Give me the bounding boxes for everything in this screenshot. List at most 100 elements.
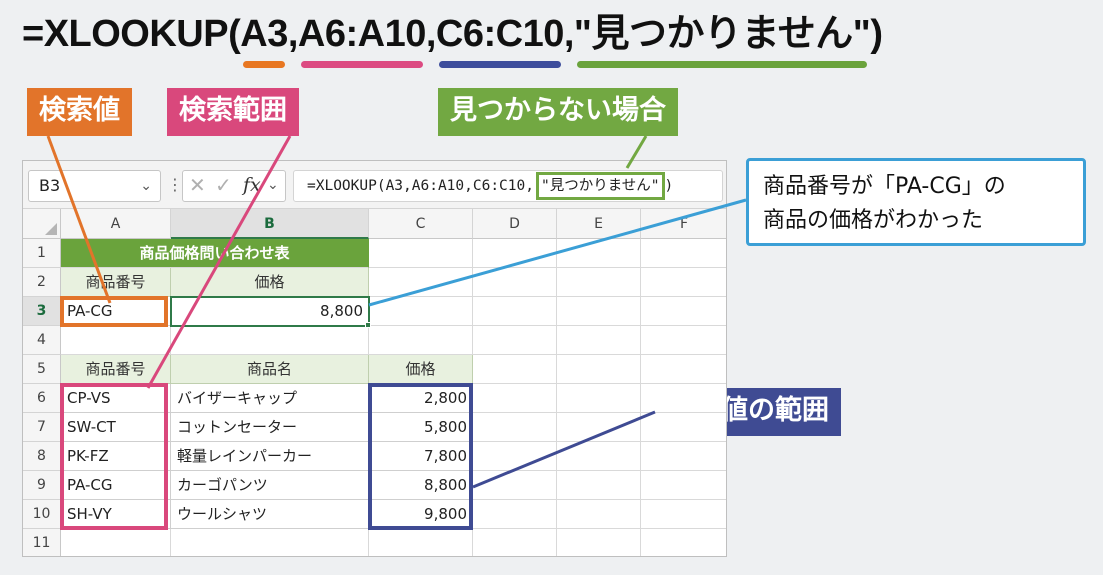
grid-cell[interactable] [641, 529, 726, 556]
grid-cell[interactable] [641, 268, 726, 297]
grid-cell[interactable] [171, 326, 369, 355]
grid-cell[interactable] [61, 326, 171, 355]
grid-cell[interactable] [557, 268, 641, 297]
selected-cell-b3[interactable] [170, 296, 370, 327]
table-cell-name[interactable]: コットンセーター [171, 413, 369, 442]
grid-cell[interactable] [369, 268, 473, 297]
check-icon[interactable]: ✓ [215, 173, 232, 197]
grid-cell[interactable] [473, 529, 557, 556]
grid-cell[interactable] [641, 239, 726, 268]
table-cell-name[interactable]: 軽量レインパーカー [171, 442, 369, 471]
formula-text-tail: ) [664, 178, 674, 194]
row-header-7[interactable]: 7 [23, 413, 61, 442]
grid-cell[interactable] [473, 442, 557, 471]
cell-b5-header-name[interactable]: 商品名 [171, 355, 369, 384]
grid-cell[interactable] [557, 384, 641, 413]
column-header-d[interactable]: D [473, 209, 557, 239]
grid-cell[interactable] [369, 326, 473, 355]
chevron-down-icon[interactable]: ⌄ [267, 177, 279, 193]
cell-a1-title[interactable]: 商品価格問い合わせ表 [61, 239, 369, 268]
grid-cell[interactable] [641, 326, 726, 355]
grid-cell[interactable] [557, 297, 641, 326]
select-all-corner[interactable] [23, 209, 61, 239]
fill-handle[interactable] [365, 322, 371, 328]
formula-segment-comma: , [287, 13, 299, 55]
fx-icon[interactable]: fx [243, 174, 261, 196]
lookup-value-highlight-box [60, 296, 168, 327]
callout-result-line2: 商品の価格がわかった [763, 208, 984, 233]
formula-segment-lookup-value: A3 [240, 10, 288, 68]
grid-cell[interactable] [473, 297, 557, 326]
row-header-6[interactable]: 6 [23, 384, 61, 413]
grid-cell[interactable] [369, 239, 473, 268]
grid-cell[interactable] [557, 442, 641, 471]
formula-segment-comma: , [563, 13, 575, 55]
grid-cell[interactable] [557, 529, 641, 556]
formula-bar: B3 ⌄ ⋮ ✕ ✓ fx ⌄ =XLOOKUP(A3,A6:A10,C6:C1… [23, 161, 726, 209]
row-header-2[interactable]: 2 [23, 268, 61, 297]
grid-cell[interactable] [171, 529, 369, 556]
table-cell-name[interactable]: バイザーキャップ [171, 384, 369, 413]
grid-cell[interactable] [641, 384, 726, 413]
table-cell-code[interactable]: PA-CG [61, 471, 171, 500]
grid-cell[interactable] [641, 355, 726, 384]
cancel-icon[interactable]: ✕ [189, 173, 206, 197]
cell-c5-header-price[interactable]: 価格 [369, 355, 473, 384]
grid-cell[interactable] [473, 355, 557, 384]
vertical-dots-icon[interactable]: ⋮ [167, 175, 183, 194]
column-header-a[interactable]: A [61, 209, 171, 239]
grid-cell[interactable] [369, 297, 473, 326]
row-header-1[interactable]: 1 [23, 239, 61, 268]
grid-cell[interactable] [641, 500, 726, 529]
column-header-b[interactable]: B [171, 209, 369, 239]
column-header-c[interactable]: C [369, 209, 473, 239]
table-cell-code[interactable]: PK-FZ [61, 442, 171, 471]
table-cell-name[interactable]: ウールシャツ [171, 500, 369, 529]
formula-segment-function: =XLOOKUP( [22, 13, 241, 55]
chevron-down-icon[interactable]: ⌄ [140, 178, 152, 194]
table-cell-code[interactable]: CP-VS [61, 384, 171, 413]
formula-not-found-highlight: "見つかりません" [535, 172, 665, 200]
row-header-3[interactable]: 3 [23, 297, 61, 326]
row-header-11[interactable]: 11 [23, 529, 61, 556]
formula-title: =XLOOKUP(A3,A6:A10,C6:C10,"見つかりません") [22, 10, 883, 68]
grid-cell[interactable] [369, 529, 473, 556]
grid-cell[interactable] [557, 239, 641, 268]
grid-cell[interactable] [473, 384, 557, 413]
grid-cell[interactable] [641, 471, 726, 500]
formula-segment-comma: , [425, 13, 437, 55]
column-header-e[interactable]: E [557, 209, 641, 239]
grid-cell[interactable] [473, 413, 557, 442]
formula-input[interactable]: =XLOOKUP(A3,A6:A10,C6:C10,"見つかりません") [293, 170, 723, 202]
row-header-8[interactable]: 8 [23, 442, 61, 471]
callout-result-line1: 商品番号が「PA-CG」の [763, 174, 1006, 199]
grid-cell[interactable] [641, 413, 726, 442]
row-header-9[interactable]: 9 [23, 471, 61, 500]
grid-cell[interactable] [641, 297, 726, 326]
row-header-5[interactable]: 5 [23, 355, 61, 384]
cell-a2-header-code[interactable]: 商品番号 [61, 268, 171, 297]
excel-window: B3 ⌄ ⋮ ✕ ✓ fx ⌄ =XLOOKUP(A3,A6:A10,C6:C1… [22, 160, 727, 557]
grid-cell[interactable] [557, 471, 641, 500]
grid-cell[interactable] [473, 268, 557, 297]
grid-cell[interactable] [473, 239, 557, 268]
table-cell-name[interactable]: カーゴパンツ [171, 471, 369, 500]
name-box-value: B3 [39, 176, 61, 195]
grid-cell[interactable] [473, 326, 557, 355]
table-cell-code[interactable]: SW-CT [61, 413, 171, 442]
grid-cell[interactable] [557, 355, 641, 384]
cell-a5-header-code[interactable]: 商品番号 [61, 355, 171, 384]
cell-b2-header-price[interactable]: 価格 [171, 268, 369, 297]
grid-cell[interactable] [557, 326, 641, 355]
row-header-10[interactable]: 10 [23, 500, 61, 529]
grid-cell[interactable] [557, 413, 641, 442]
label-lookup-value: 検索値 [27, 88, 132, 136]
column-header-f[interactable]: F [641, 209, 726, 239]
grid-cell[interactable] [557, 500, 641, 529]
grid-cell[interactable] [61, 529, 171, 556]
name-box[interactable]: B3 ⌄ [28, 170, 161, 202]
row-header-4[interactable]: 4 [23, 326, 61, 355]
grid-cell[interactable] [473, 471, 557, 500]
grid-cell[interactable] [473, 500, 557, 529]
grid-cell[interactable] [641, 442, 726, 471]
